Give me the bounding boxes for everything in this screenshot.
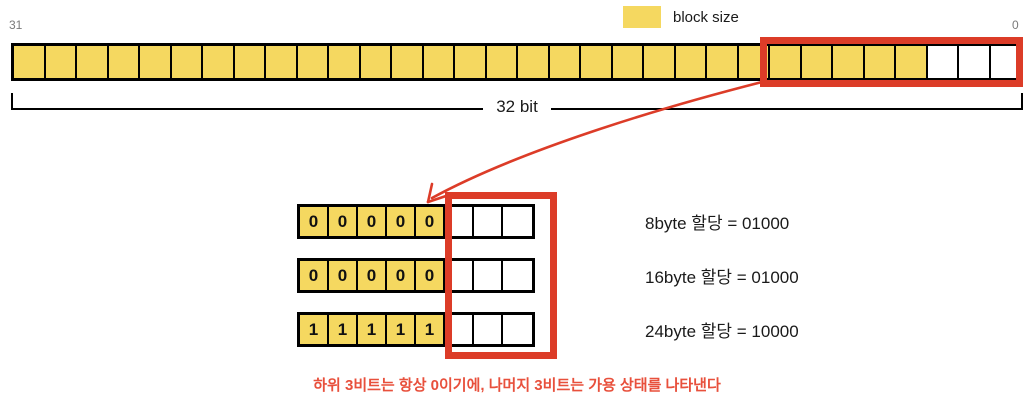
detail-bit-cell: 1 bbox=[300, 315, 329, 344]
word-bit-cell bbox=[833, 46, 865, 78]
word-bit-cell bbox=[770, 46, 802, 78]
detail-bit-cell: 0 bbox=[329, 207, 358, 236]
detail-bit-cell-empty bbox=[503, 207, 532, 236]
word-span-bracket: 32 bit bbox=[11, 93, 1023, 116]
word-bit-cell bbox=[108, 46, 140, 78]
detail-bit-cell: 0 bbox=[387, 261, 416, 290]
word-bit-cell bbox=[392, 46, 424, 78]
word-bit-cell bbox=[360, 46, 392, 78]
detail-bit-cell: 0 bbox=[358, 261, 387, 290]
bracket-tick-left bbox=[11, 93, 13, 110]
word-span-label: 32 bit bbox=[496, 97, 538, 116]
word-bit-cell bbox=[140, 46, 172, 78]
detail-row-label: 8byte 할당 = 01000 bbox=[645, 214, 790, 233]
word-bit-cell bbox=[864, 46, 896, 78]
detail-bit-cell: 1 bbox=[416, 315, 445, 344]
word-bit-cell bbox=[959, 46, 991, 78]
detail-row-label: 16byte 할당 = 01000 bbox=[645, 268, 799, 287]
detail-bit-cell: 0 bbox=[358, 207, 387, 236]
detail-bit-cell-empty bbox=[445, 315, 474, 344]
word-bit-cell bbox=[644, 46, 676, 78]
bracket-rule-right bbox=[551, 108, 1023, 110]
word-bit-cell bbox=[297, 46, 329, 78]
word-bit-cell bbox=[14, 46, 46, 78]
bit-index-lsb: 0 bbox=[1012, 18, 1019, 32]
detail-bit-cell-empty bbox=[445, 207, 474, 236]
word-bit-cell bbox=[990, 46, 1020, 78]
word-bit-cell bbox=[518, 46, 550, 78]
legend: block size bbox=[623, 6, 739, 28]
word-bit-cell bbox=[581, 46, 613, 78]
detail-bit-cell: 0 bbox=[387, 207, 416, 236]
word-bit-cell bbox=[549, 46, 581, 78]
word-bit-cell bbox=[329, 46, 361, 78]
word-bit-cell bbox=[707, 46, 739, 78]
word-bit-cell bbox=[171, 46, 203, 78]
word-bit-cell bbox=[801, 46, 833, 78]
detail-bit-cell-empty bbox=[474, 207, 503, 236]
word-bit-cell bbox=[675, 46, 707, 78]
word-bit-cell bbox=[45, 46, 77, 78]
detail-bit-cell-empty bbox=[503, 315, 532, 344]
word-bit-cell bbox=[738, 46, 770, 78]
word-bit-cell bbox=[266, 46, 298, 78]
detail-bit-cell: 0 bbox=[329, 261, 358, 290]
bracket-rule-left bbox=[11, 108, 483, 110]
detail-bit-cell-empty bbox=[474, 315, 503, 344]
word-bit-cell bbox=[234, 46, 266, 78]
legend-label-block-size: block size bbox=[673, 8, 739, 26]
word-bit-cell bbox=[423, 46, 455, 78]
detail-bit-cell-empty bbox=[503, 261, 532, 290]
word-bit-cell bbox=[486, 46, 518, 78]
word-bit-cell bbox=[203, 46, 235, 78]
detail-bit-cell-empty bbox=[474, 261, 503, 290]
bracket-tick-right bbox=[1021, 93, 1023, 110]
detail-bit-cell-empty bbox=[445, 261, 474, 290]
word-bit-bar bbox=[11, 43, 1023, 81]
detail-bit-cell: 0 bbox=[300, 207, 329, 236]
bit-index-msb: 31 bbox=[9, 18, 23, 32]
word-bit-cell bbox=[927, 46, 959, 78]
word-bit-cell bbox=[612, 46, 644, 78]
detail-bit-cell: 0 bbox=[416, 207, 445, 236]
legend-swatch-block-size bbox=[623, 6, 661, 28]
detail-row-label: 24byte 할당 = 10000 bbox=[645, 322, 799, 341]
detail-bit-cell: 1 bbox=[387, 315, 416, 344]
word-bit-cell bbox=[455, 46, 487, 78]
detail-bit-cell: 0 bbox=[416, 261, 445, 290]
word-bit-cell bbox=[896, 46, 928, 78]
caption-text: 하위 3비트는 항상 0이기에, 나머지 3비트는 가용 상태를 나타낸다 bbox=[313, 377, 721, 394]
detail-bit-cell: 1 bbox=[358, 315, 387, 344]
word-bit-cell bbox=[77, 46, 109, 78]
detail-bit-cell: 0 bbox=[300, 261, 329, 290]
detail-bit-cell: 1 bbox=[329, 315, 358, 344]
